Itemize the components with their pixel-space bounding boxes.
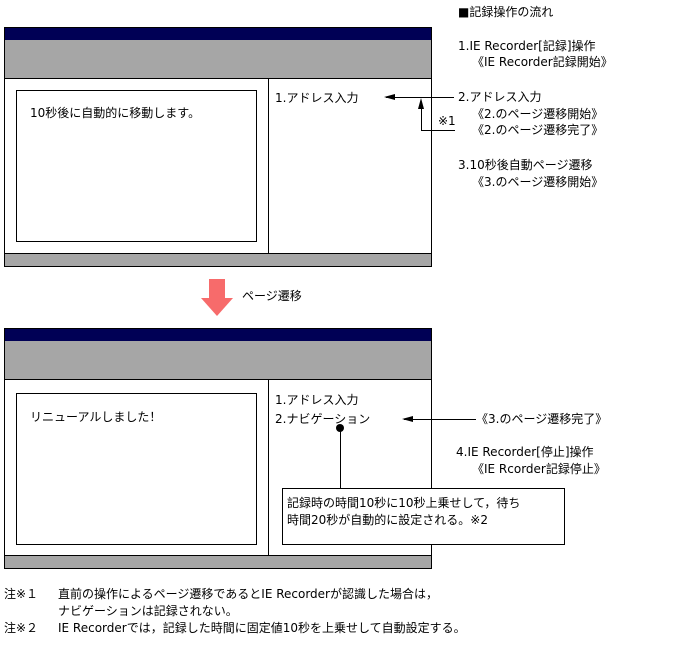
browser-window-after: リニューアルしました！ 1.アドレス入力 2.ナビゲーション [4, 328, 432, 569]
recorded-item-1: 1.アドレス入力 [275, 91, 359, 105]
transition-arrow-stem [209, 279, 225, 299]
flow-step-3-sub: 《3.のページ遷移開始》 [472, 175, 604, 189]
page-content-box: リニューアルしました！ [16, 393, 257, 545]
callout-line-1: 記録時の時間10秒に10秒上乗せして，待ち [287, 496, 521, 510]
transition-label: ページ遷移 [242, 289, 302, 303]
footnote-1-marker: 注※１ [4, 587, 39, 601]
connector-line [404, 419, 476, 420]
page-content-box: 10秒後に自動的に移動します。 [16, 90, 257, 242]
arrow-left-icon [402, 416, 413, 422]
pane-divider [268, 380, 269, 557]
note-marker-1: ※1 [438, 114, 456, 128]
arrow-left-icon [384, 94, 395, 100]
browser-window-before: 10秒後に自動的に移動します。 1.アドレス入力 [4, 27, 432, 267]
flow-step-2-sub-complete: 《2.のページ遷移完了》 [472, 123, 604, 137]
footnote-1-line-1: 直前の操作によるページ遷移であるとIE Recorderが認識した場合は， [58, 587, 438, 601]
callout-box: 記録時の時間10秒に10秒上乗せして，待ち 時間20秒が自動的に設定される。※2 [282, 488, 565, 545]
flow-step-4-sub: 《IE Rcorder記録停止》 [472, 462, 606, 476]
window-statusbar [5, 555, 431, 568]
transition-arrow-down-icon [201, 298, 233, 316]
footnote-2-line-1: IE Recorderでは，記録した時間に固定値10秒を上乗せして自動設定する。 [58, 621, 466, 635]
recorded-item-1: 1.アドレス入力 [275, 393, 359, 407]
page-message: 10秒後に自動的に移動します。 [30, 106, 201, 120]
callout-anchor-dot-icon [336, 424, 344, 432]
connector-line [421, 103, 422, 131]
flow-step-2-label: 2.アドレス入力 [458, 90, 542, 104]
recorded-item-2: 2.ナビゲーション [275, 412, 371, 426]
pane-divider [268, 78, 269, 254]
footnote-1-line-2: ナビゲーションは記録されない。 [58, 604, 238, 618]
flow-step-2-sub-start: 《2.のページ遷移開始》 [472, 107, 604, 121]
window-toolbar [5, 40, 431, 79]
callout-leader-line [340, 430, 341, 488]
flow-step-1-sub: 《IE Recorder記録開始》 [472, 55, 613, 69]
flow-title: ■記録操作の流れ [458, 5, 554, 19]
connector-line [386, 97, 454, 98]
window-titlebar [5, 28, 431, 40]
flow-step-1-label: 1.IE Recorder[記録]操作 [458, 39, 596, 53]
flow-step-4-label: 4.IE Recorder[停止]操作 [456, 445, 594, 459]
window-titlebar [5, 329, 431, 341]
page-message: リニューアルしました！ [30, 410, 162, 424]
arrow-up-icon [418, 98, 424, 109]
callout-line-2: 時間20秒が自動的に設定される。※2 [287, 513, 488, 527]
window-toolbar [5, 341, 431, 380]
connector-line [421, 130, 455, 131]
flow-step-3-complete: 《3.のページ遷移完了》 [476, 412, 608, 426]
footnote-2-marker: 注※２ [4, 621, 39, 635]
flow-step-3-label: 3.10秒後自動ページ遷移 [458, 158, 593, 172]
window-statusbar [5, 253, 431, 266]
